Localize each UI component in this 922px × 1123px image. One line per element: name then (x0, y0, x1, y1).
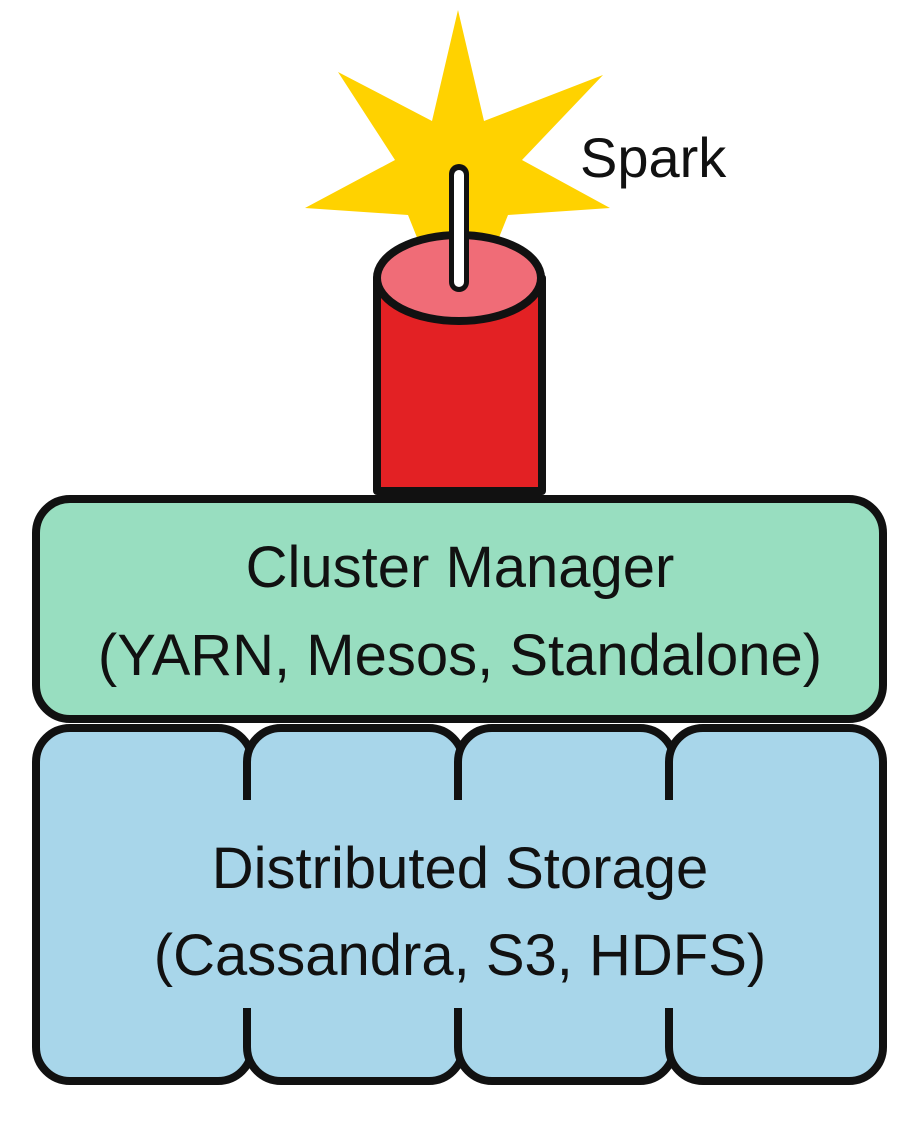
cluster-manager-title: Cluster Manager (246, 535, 675, 600)
cluster-manager-subtitle: (YARN, Mesos, Standalone) (98, 623, 822, 688)
storage-title: Distributed Storage (212, 836, 708, 901)
distributed-storage-box (32, 724, 887, 1085)
dynamite-icon (373, 164, 546, 495)
storage-subtitle: (Cassandra, S3, HDFS) (154, 923, 766, 988)
cluster-manager-box (32, 495, 887, 723)
spark-label: Spark (580, 126, 727, 189)
